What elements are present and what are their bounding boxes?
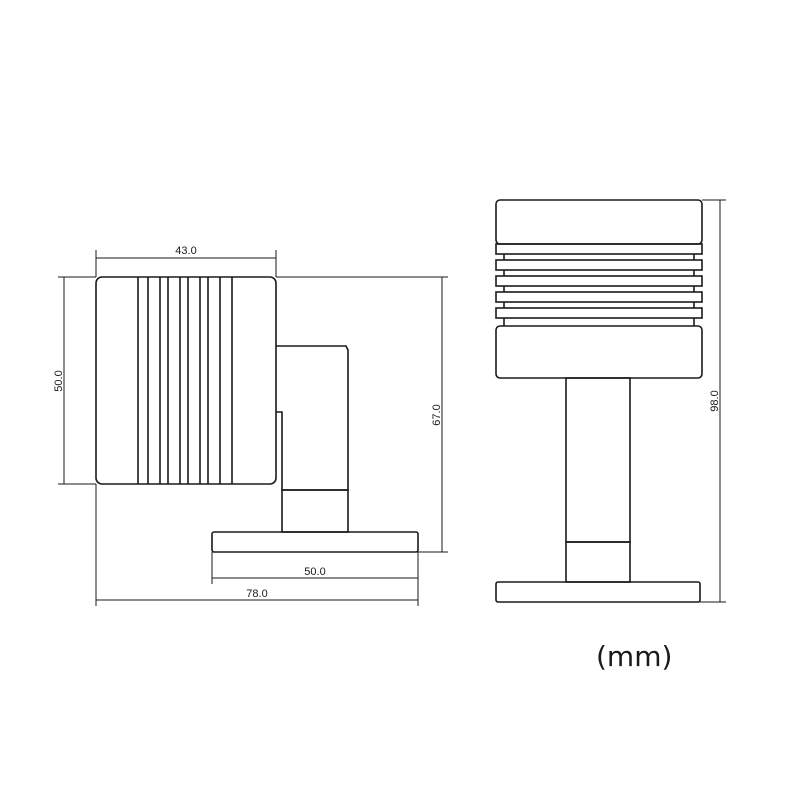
dim-label-side-height: 67.0 [431, 404, 443, 425]
side-view: 43.0 50.0 67.0 50.0 78.0 [53, 245, 448, 606]
lamp-head [95, 276, 277, 485]
dimension-total-height: 98.0 [700, 199, 726, 603]
dim-label-total-depth: 78.0 [246, 588, 267, 600]
cooling-fins-side [137, 277, 233, 484]
dimension-head-height: 50.0 [53, 276, 96, 485]
dim-label-total-height: 98.0 [709, 390, 721, 411]
dimension-total-depth: 78.0 [95, 484, 419, 606]
stem [565, 377, 631, 543]
dimension-head-width: 43.0 [95, 245, 277, 277]
front-view: 98.0 [495, 199, 726, 603]
dim-label-base-width: 50.0 [304, 566, 325, 578]
dimension-side-height: 67.0 [276, 276, 448, 553]
bracket-arm [276, 345, 349, 491]
neck [281, 489, 349, 533]
lower-body [495, 325, 703, 379]
dim-label-head-width: 43.0 [175, 245, 196, 257]
unit-label: (mm) [596, 640, 673, 673]
top-cap [495, 199, 703, 245]
base-plate-front [495, 581, 701, 603]
stem-collar [565, 541, 631, 583]
cooling-fins-front [495, 243, 703, 326]
dimension-base-width: 50.0 [211, 552, 419, 584]
base-plate-side [211, 531, 419, 553]
dim-label-head-height: 50.0 [53, 370, 65, 391]
